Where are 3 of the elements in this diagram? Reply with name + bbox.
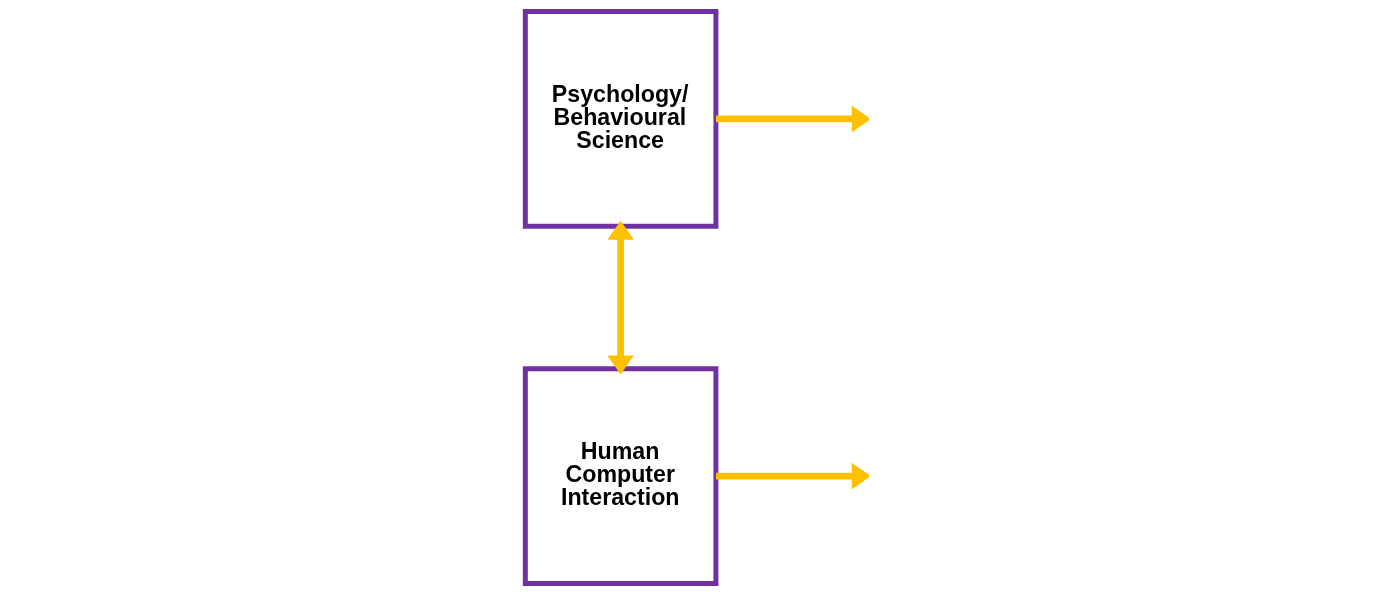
- node-box: Human Computer Interaction: [522, 366, 719, 586]
- arrow: [607, 220, 634, 375]
- node-box: Psychology/ Behavioural Science: [522, 9, 719, 229]
